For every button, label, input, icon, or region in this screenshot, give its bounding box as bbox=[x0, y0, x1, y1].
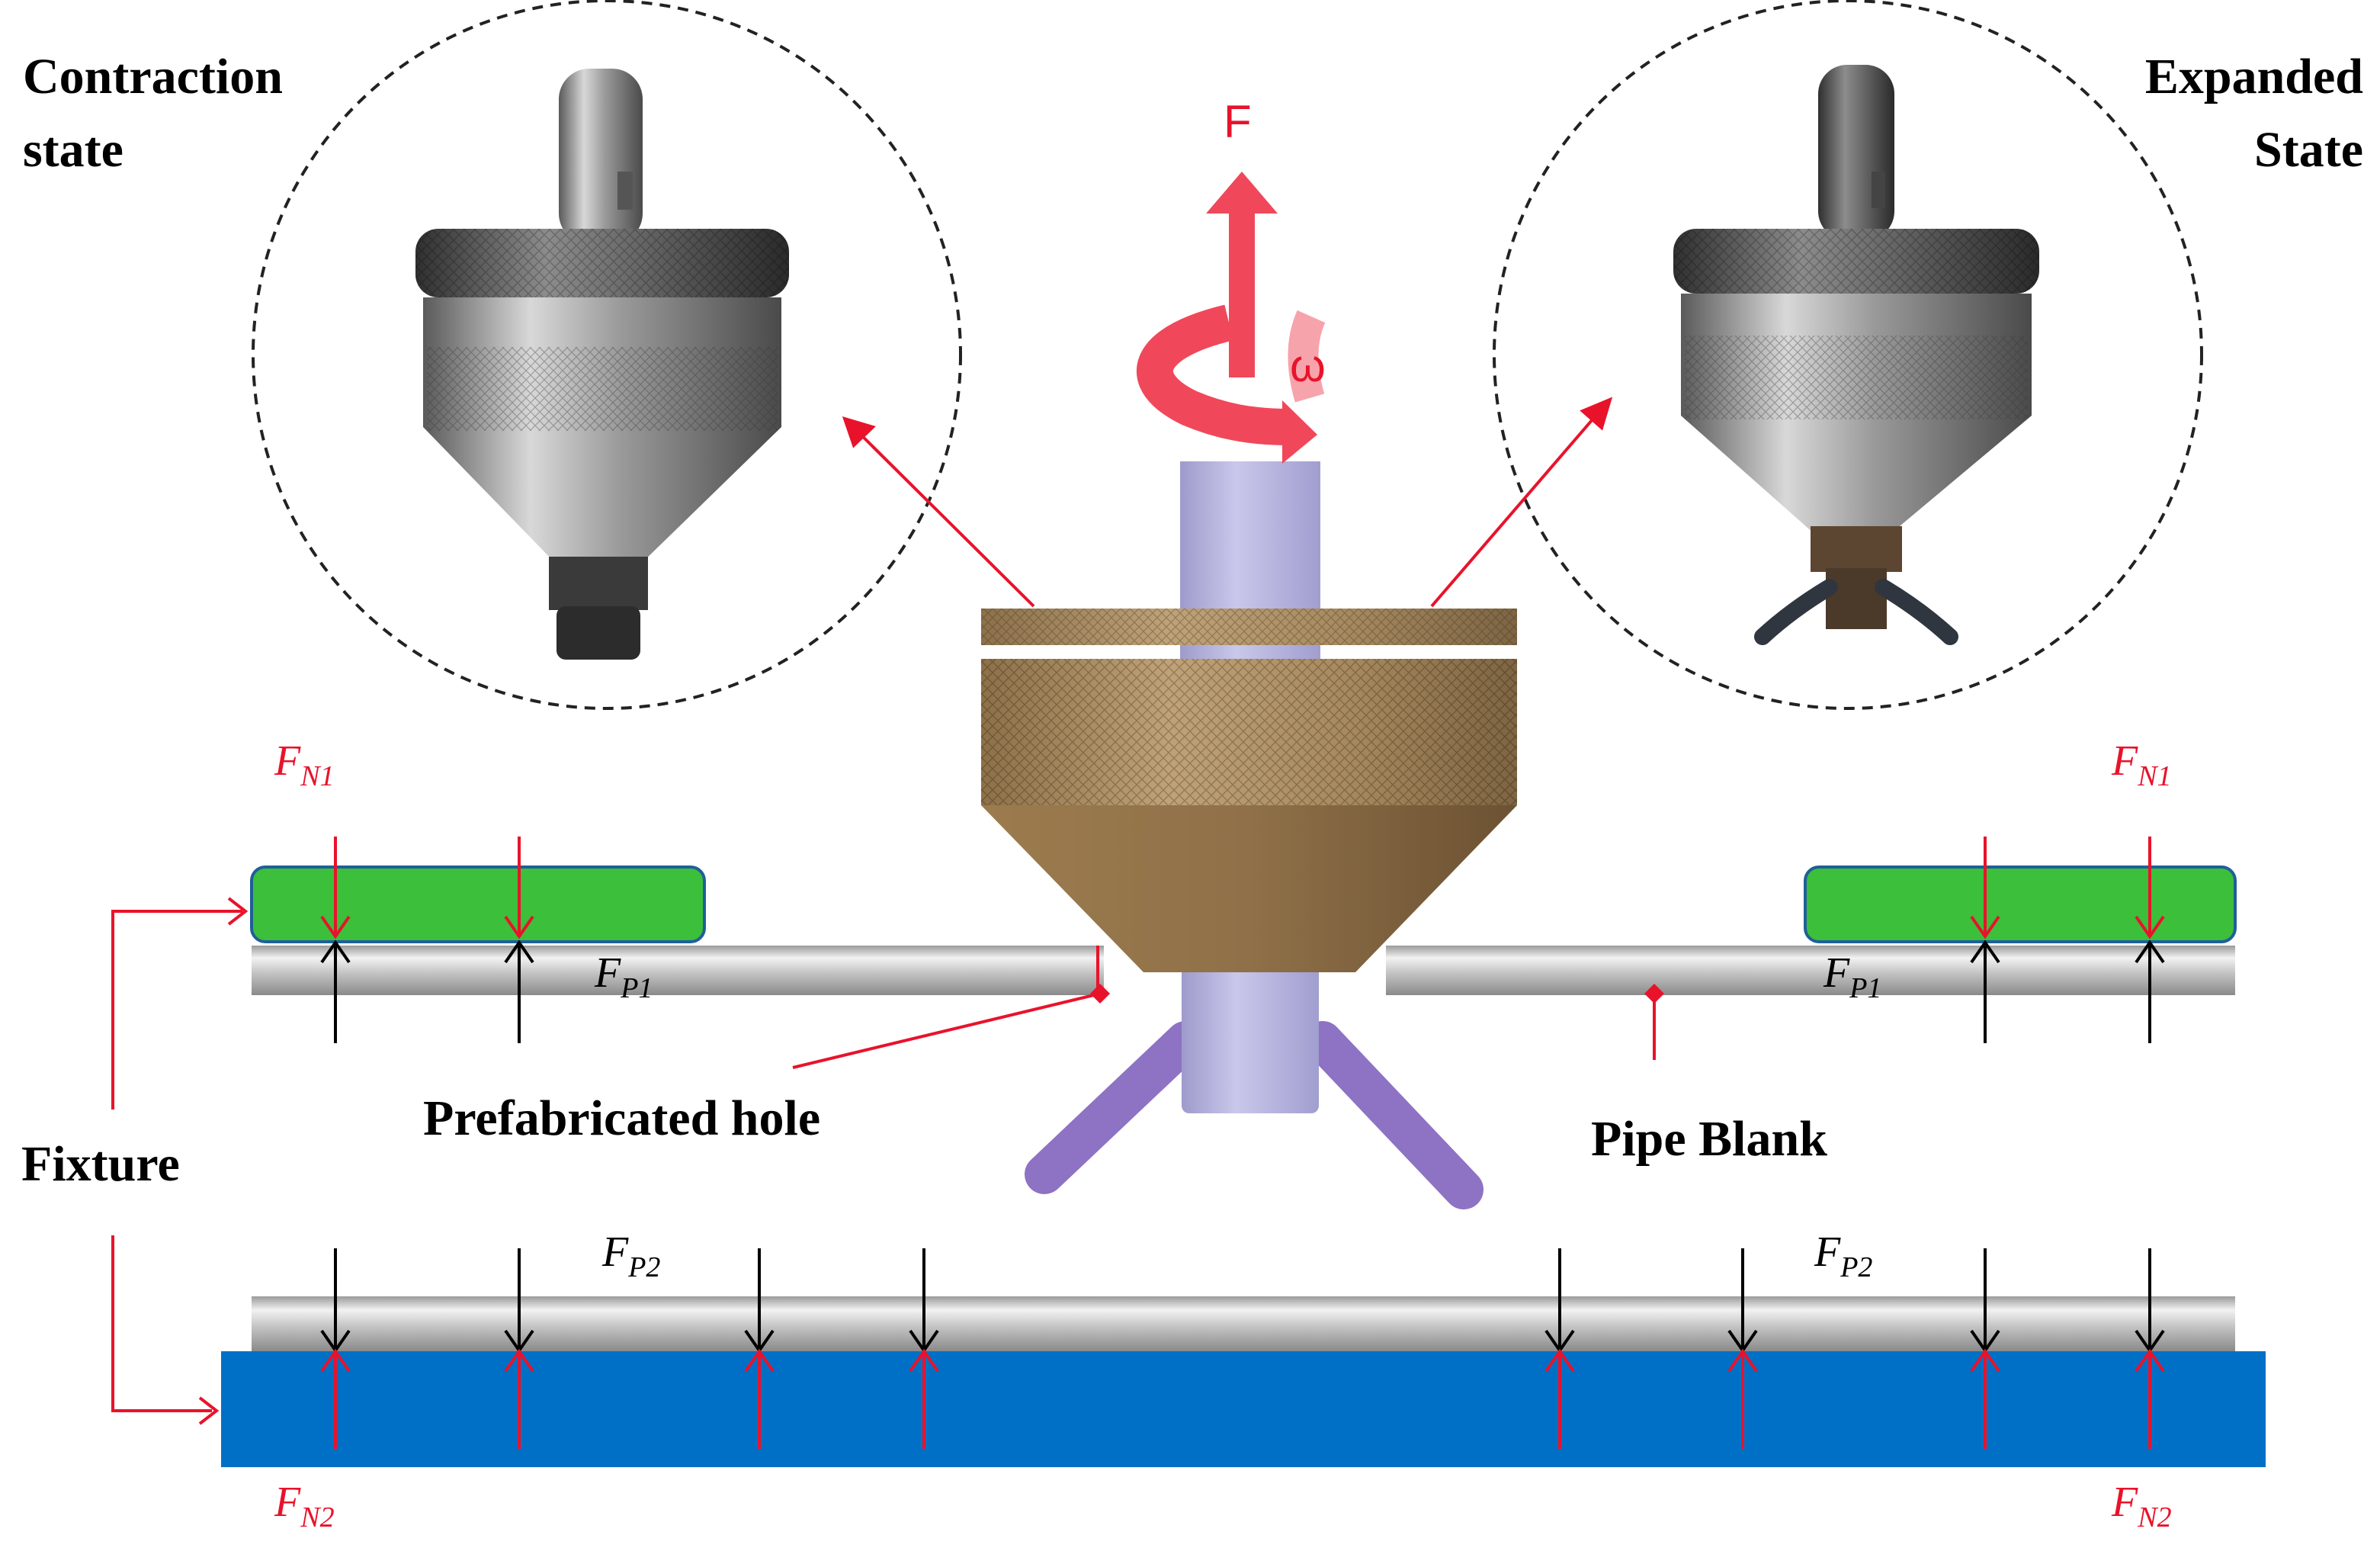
tool-arm-right bbox=[1303, 1021, 1483, 1209]
rotation-omega-arrow bbox=[1137, 304, 1326, 464]
tool-arm-left bbox=[1025, 1021, 1205, 1194]
force-label-fp2-left: FP2 bbox=[601, 1228, 660, 1283]
fixture-base bbox=[221, 1351, 2266, 1467]
expanded-label-line1: Expanded bbox=[2145, 49, 2363, 104]
expanded-state-view bbox=[1493, 0, 2203, 710]
fixture-bracket-upper bbox=[111, 910, 242, 1110]
tool-cone bbox=[981, 805, 1517, 972]
upper-clamp-right bbox=[1804, 866, 2237, 943]
flow-drill-tool bbox=[981, 461, 1517, 1209]
fixture-reaction-arrows bbox=[320, 1348, 2165, 1449]
prefabricated-hole-label: Prefabricated hole bbox=[423, 1090, 820, 1146]
pipe-blank-right-piece bbox=[1386, 946, 2235, 995]
tool-lower-shaft bbox=[1182, 961, 1319, 1113]
force-label-fp2-right: FP2 bbox=[1814, 1228, 1872, 1283]
pointer-arrowhead-right bbox=[1580, 397, 1613, 431]
upper-clamp-left bbox=[250, 866, 706, 943]
pointer-arrowhead-left bbox=[842, 416, 876, 448]
expanded-label-line2: State bbox=[2254, 122, 2363, 178]
pointer-to-expanded bbox=[1430, 401, 1609, 608]
lower-pipe-force-arrows bbox=[320, 1248, 2165, 1354]
pointer-to-contraction bbox=[846, 420, 1035, 608]
fixture-label: Fixture bbox=[21, 1136, 180, 1192]
upper-pipe-reaction-arrows bbox=[320, 939, 2165, 1043]
force-label-fp1-right: FP1 bbox=[1823, 949, 1881, 1004]
force-label-fn2-left: FN2 bbox=[274, 1479, 335, 1534]
prefabricated-hole-marker bbox=[792, 946, 1110, 1069]
force-up-arrow bbox=[1206, 172, 1278, 377]
contraction-state-view bbox=[252, 0, 962, 710]
force-label-fn1-right: FN1 bbox=[2111, 737, 2172, 792]
pipe-blank-marker bbox=[1644, 984, 1664, 1060]
expanded-tool-photo bbox=[1673, 65, 2039, 645]
contraction-tool-photo bbox=[415, 69, 789, 660]
contraction-label-line1: Contraction bbox=[23, 49, 283, 104]
pipe-blank-lower bbox=[252, 1296, 2235, 1351]
contraction-dashed-circle bbox=[252, 0, 962, 710]
pipe-blank-left-piece bbox=[252, 946, 1104, 995]
force-label-fn1-left: FN1 bbox=[274, 737, 335, 792]
force-label-fn2-right: FN2 bbox=[2111, 1479, 2172, 1534]
force-label-fp1-left: FP1 bbox=[594, 949, 653, 1004]
expanded-dashed-circle bbox=[1493, 0, 2203, 710]
omega-label: ω bbox=[1290, 340, 1326, 391]
fixture-bracket-lower bbox=[111, 1235, 212, 1412]
force-F-label: F bbox=[1224, 96, 1252, 147]
pointer-lines bbox=[842, 397, 1613, 608]
contraction-label-line2: state bbox=[23, 122, 123, 178]
upper-clamp-force-arrows bbox=[320, 837, 2165, 939]
fixture-bracket bbox=[111, 897, 249, 1425]
pipe-blank-label: Pipe Blank bbox=[1591, 1111, 1827, 1167]
